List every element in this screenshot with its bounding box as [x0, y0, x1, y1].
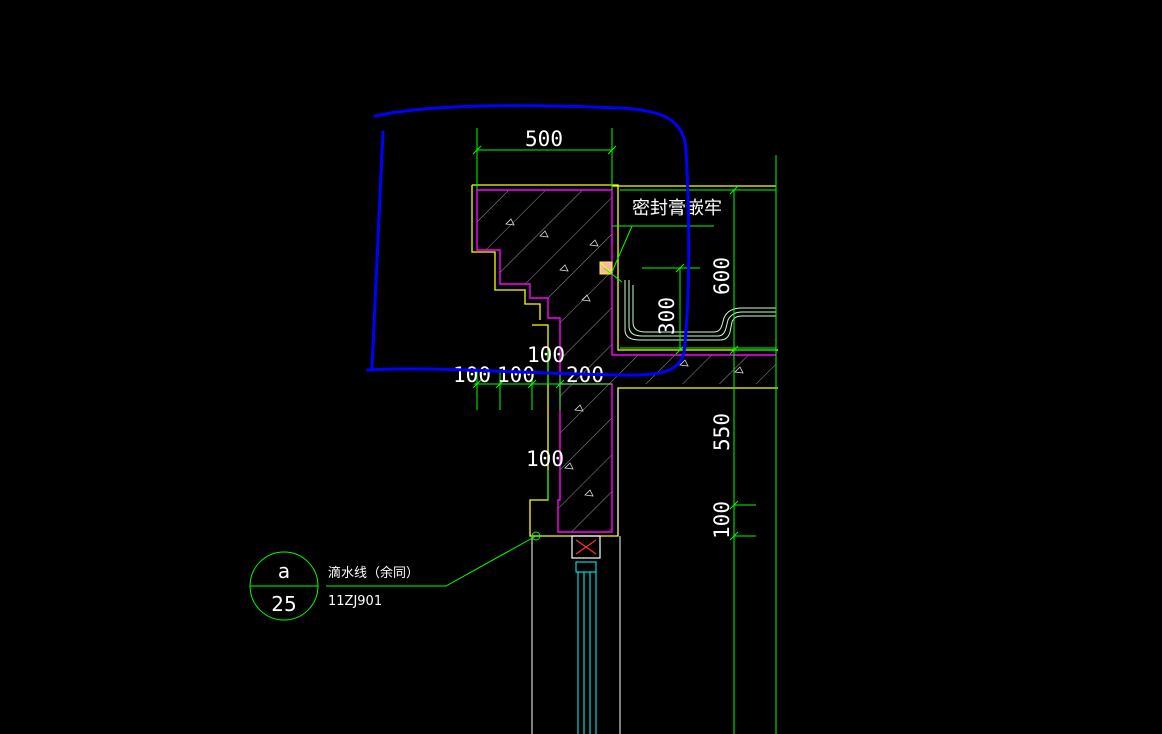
- wall-lines: [531, 388, 621, 734]
- dim-slab: 100: [527, 343, 565, 367]
- drip-note: 滴水线（余同）: [328, 565, 419, 581]
- detail-reference-sheet: 25: [271, 592, 296, 616]
- window-frame: [571, 535, 601, 734]
- dimension-lines: [249, 128, 777, 734]
- dim-right-bottom: 100: [710, 501, 734, 539]
- sealant-note: 密封膏嵌牢: [632, 197, 722, 219]
- beam-hatch-fill: [558, 384, 612, 532]
- finish-outline: [471, 184, 778, 537]
- dim-inner-height: 300: [655, 297, 679, 335]
- dim-top-width: 500: [525, 127, 563, 151]
- canopy-hatch-fill: [477, 190, 612, 355]
- dim-right-top: 600: [710, 257, 734, 295]
- dim-right-mid: 550: [710, 413, 734, 451]
- markup-rectangle-annotation: [366, 104, 691, 377]
- dim-beam-step: 100: [526, 447, 564, 471]
- concrete-aggregate-marks: [505, 218, 744, 497]
- dim-left-b: 100: [497, 363, 535, 387]
- roof-layers: [620, 280, 776, 349]
- drip-standard: 11ZJ901: [328, 594, 382, 609]
- dim-left-a: 100: [453, 363, 491, 387]
- concrete-section: [471, 184, 778, 537]
- detail-reference-id: a: [278, 559, 290, 583]
